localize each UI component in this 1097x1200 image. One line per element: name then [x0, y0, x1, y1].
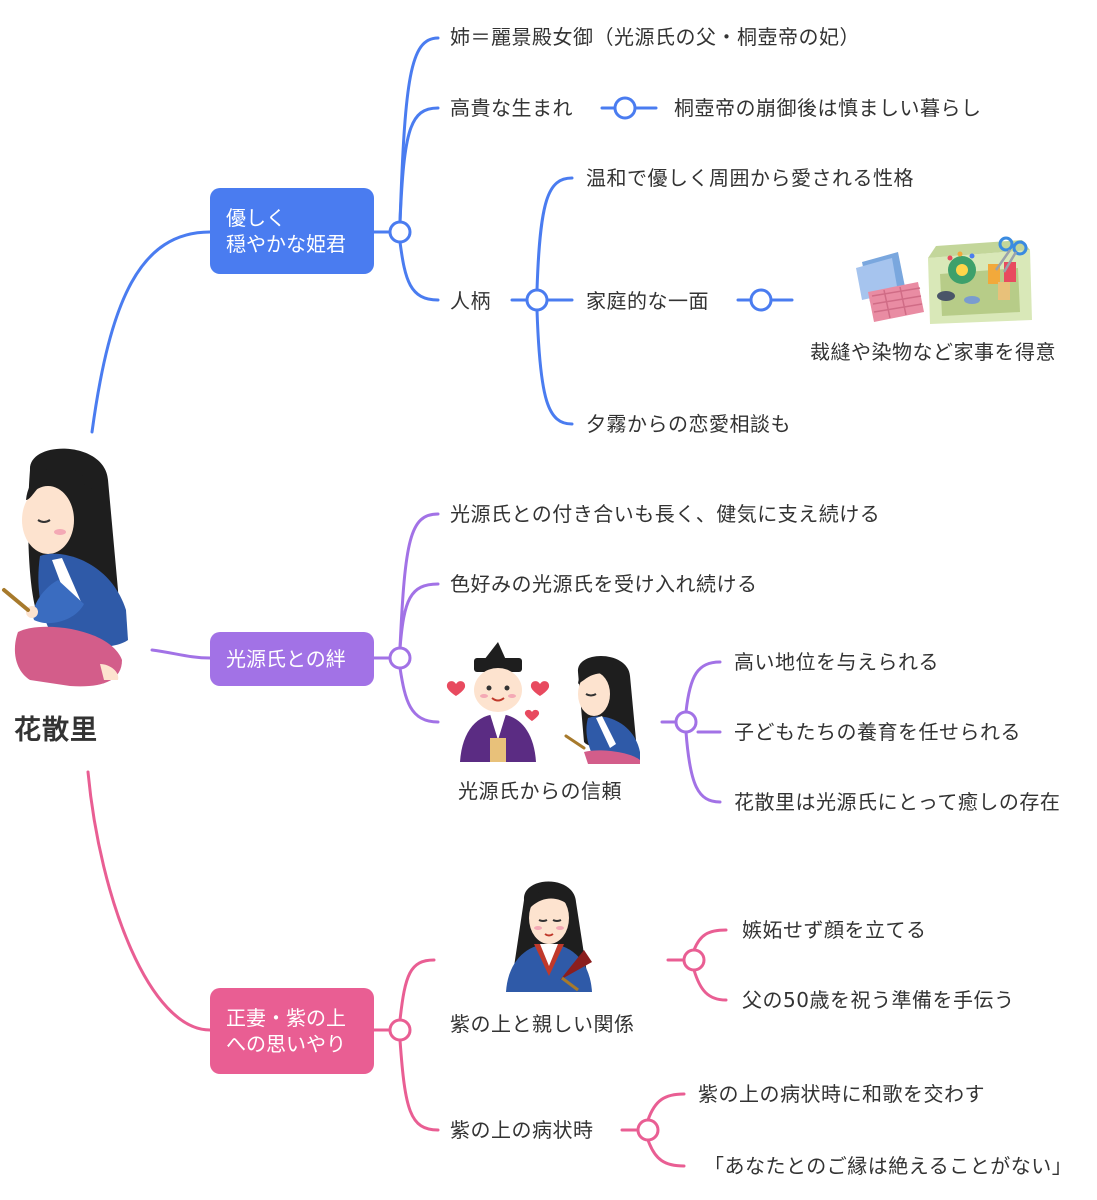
branch-label-line: 穏やかな姫君	[226, 232, 346, 256]
connector-b1-c3-1	[535, 176, 574, 292]
node-high-rank[interactable]: 高い地位を与えられる	[734, 650, 939, 674]
node-sister[interactable]: 姉＝麗景殿女御（光源氏の父・桐壺帝の妃）	[450, 25, 860, 49]
node-no-jealousy[interactable]: 嫉妬せず顔を立てる	[742, 918, 927, 942]
junction-b2-c3	[674, 710, 698, 734]
root-node-label: 花散里	[14, 715, 98, 746]
node-raising-children[interactable]: 子どもたちの養育を任せられる	[734, 720, 1021, 744]
node-accepting[interactable]: 色好みの光源氏を受け入れ続ける	[450, 572, 758, 596]
connector-b3-c2-2	[646, 1138, 686, 1168]
branch-label-line: 光源氏との絆	[226, 647, 346, 671]
junction-b3	[388, 1018, 412, 1042]
connector-b3-c2	[398, 1038, 440, 1132]
node-modest-life[interactable]: 桐壺帝の崩御後は慎ましい暮らし	[674, 96, 982, 120]
node-long-support[interactable]: 光源氏との付き合いも長く、健気に支え続ける	[450, 502, 881, 526]
node-exchange-waka[interactable]: 紫の上の病状時に和歌を交わす	[698, 1082, 985, 1106]
branch-box-gentle-princess[interactable]: 優しく 穏やかな姫君	[210, 188, 374, 274]
connector-root-branch1	[90, 230, 212, 434]
murasaki-no-ue-illustration	[506, 881, 592, 992]
node-gentle-nature[interactable]: 温和で優しく周囲から愛される性格	[586, 166, 914, 190]
branch-box-bond-with-genji[interactable]: 光源氏との絆	[210, 632, 374, 686]
branch-label-line: への思いやり	[226, 1032, 346, 1056]
node-sewing-dyeing[interactable]: 裁縫や染物など家事を得意	[810, 340, 1056, 364]
junction-b3-c1	[682, 948, 706, 972]
node-domestic-side[interactable]: 家庭的な一面	[586, 289, 709, 313]
connector-b2-c3-1	[684, 660, 722, 714]
node-trust-from-genji[interactable]: 光源氏からの信頼	[458, 779, 622, 803]
sewing-kit-illustration	[856, 236, 1032, 324]
node-50th-birthday[interactable]: 父の50歳を祝う準備を手伝う	[742, 988, 1015, 1012]
connector-b2-c3	[398, 666, 440, 724]
connector-b1-c3-3	[535, 308, 574, 426]
connector-b1-c3	[398, 240, 440, 302]
node-healing-presence[interactable]: 花散里は光源氏にとって癒しの存在	[734, 790, 1061, 814]
connector-root-branch3	[86, 770, 212, 1032]
connector-root-branch2	[150, 648, 212, 660]
connector-b1-c2	[398, 106, 440, 224]
connector-b1-c1	[398, 36, 440, 224]
genji-and-hanachirusato-illustration	[446, 642, 640, 764]
node-waka-quote[interactable]: 「あなたとのご縁は絶えることがない」	[704, 1154, 1073, 1178]
junction-b1	[388, 220, 412, 244]
connector-b2-c2	[398, 582, 440, 650]
connector-b2-c1	[398, 512, 440, 650]
branch-box-consideration-for-murasaki[interactable]: 正妻・紫の上 への思いやり	[210, 988, 374, 1074]
connector-b2-c3-3	[684, 730, 722, 804]
connector-b3-c2-1	[646, 1092, 686, 1122]
junction-b3-c2	[636, 1118, 660, 1142]
node-close-with-murasaki[interactable]: 紫の上と親しい関係	[450, 1012, 635, 1036]
junction-b2	[388, 646, 412, 670]
node-illness[interactable]: 紫の上の病状時	[450, 1118, 594, 1142]
node-noble-birth[interactable]: 高貴な生まれ	[450, 96, 573, 120]
branch-label-line: 優しく	[226, 206, 286, 230]
hanachirusato-illustration	[2, 448, 128, 687]
junction-b1-c3-2	[749, 288, 773, 312]
junction-b1-c3	[525, 288, 549, 312]
node-yugiri-advice[interactable]: 夕霧からの恋愛相談も	[586, 412, 791, 436]
junction-b1-c2	[613, 96, 637, 120]
connector-b3-c1-2	[692, 968, 728, 1002]
connector-b3-c1-1	[692, 928, 728, 952]
branch-label-line: 正妻・紫の上	[226, 1006, 346, 1030]
connector-b3-c1	[398, 958, 436, 1022]
node-personality[interactable]: 人柄	[450, 289, 491, 313]
